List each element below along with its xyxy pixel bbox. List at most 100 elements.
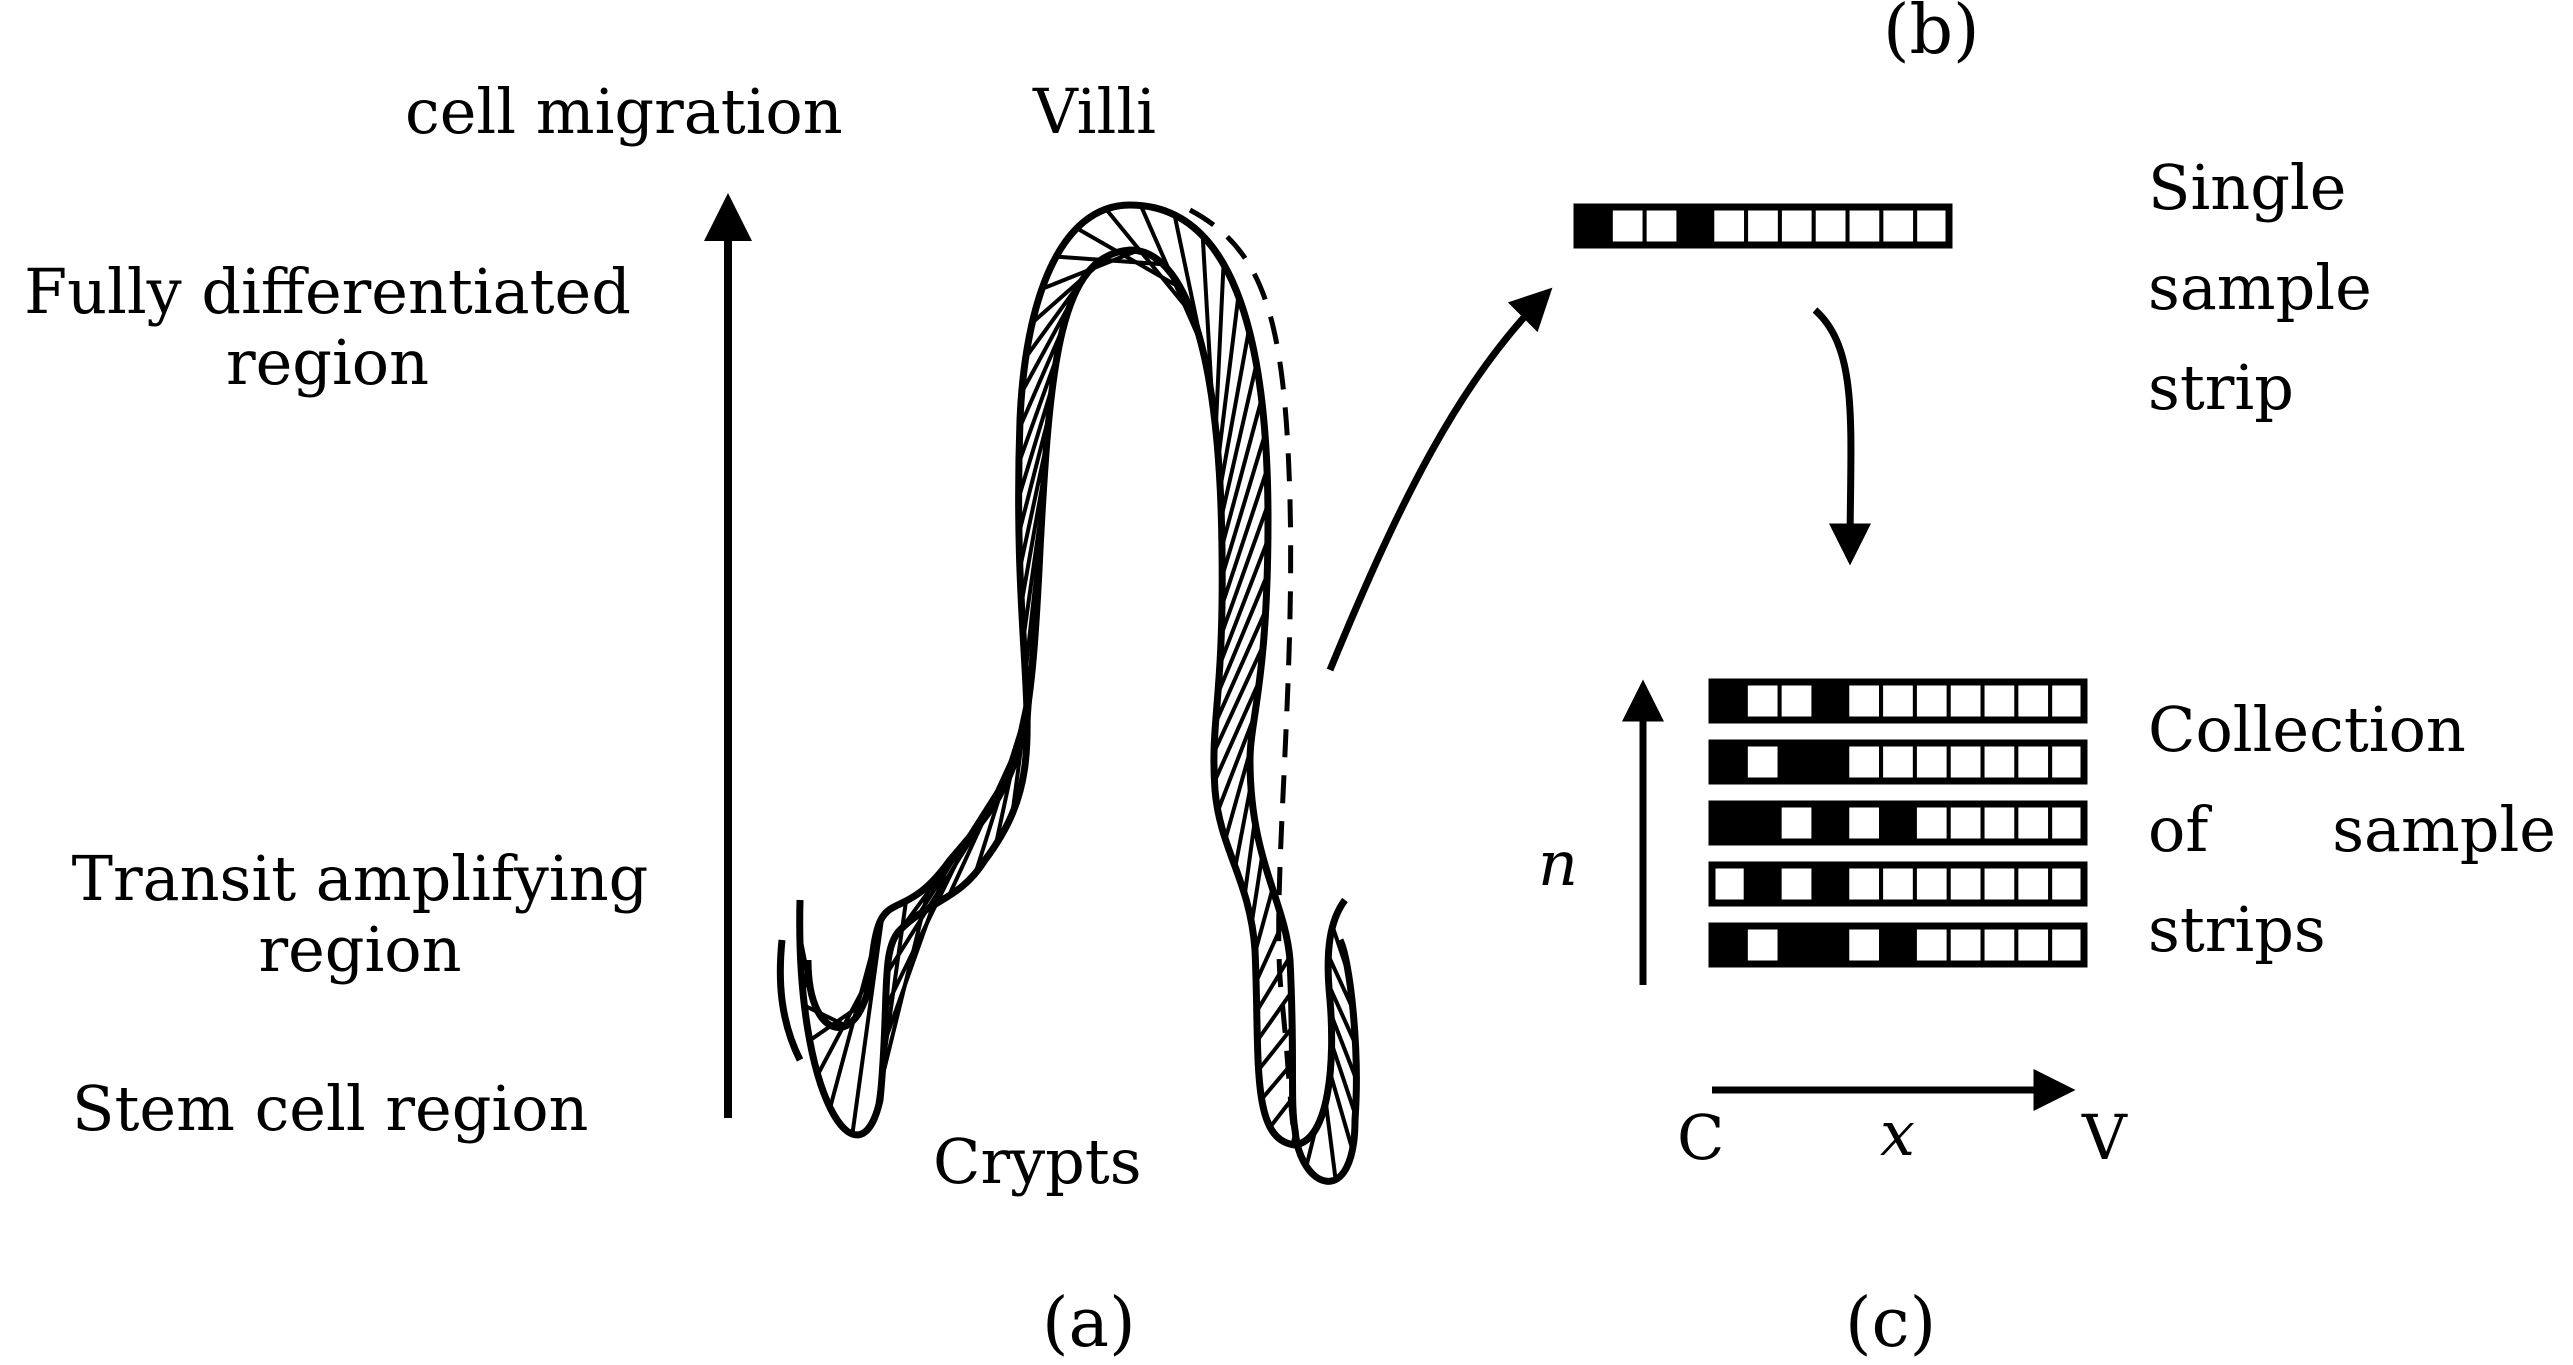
strip-cell-empty: [1980, 680, 2019, 722]
strip-cell-filled: [1777, 741, 1816, 783]
fully-differentiated-region-label: Fully differentiated region: [24, 255, 631, 400]
strip-frame: [1708, 861, 2088, 907]
strip-cell-empty: [2048, 924, 2087, 966]
collection-strip-row-2: [1708, 739, 2088, 785]
cell-boundary: [1213, 264, 1226, 430]
cell-boundary: [1218, 539, 1270, 666]
strip-cell-empty: [2014, 802, 2053, 844]
strip-frame: [1708, 678, 2088, 724]
strip-cell-filled: [1710, 680, 1748, 722]
strip-cell-empty: [1845, 680, 1884, 722]
cell-migration-label: cell migration: [405, 75, 843, 148]
panel-b-caption: (b): [1883, 0, 1980, 70]
strip-cell-empty: [1912, 741, 1951, 783]
villi-label: Villi: [1033, 75, 1157, 148]
strip-cell-empty: [1743, 680, 1782, 722]
strip-cell-empty: [2048, 863, 2087, 905]
strip-cell-empty: [1743, 741, 1782, 783]
strip-frame: [1708, 922, 2088, 968]
cell-boundary: [1216, 295, 1241, 460]
strip-cell-empty: [2014, 863, 2053, 905]
n-axis-label: n: [1538, 827, 1578, 900]
strip-cell-empty: [1980, 802, 2019, 844]
strip-cell-filled: [1879, 802, 1917, 844]
cell-boundary: [1329, 1013, 1359, 1081]
strip-cell-empty: [1912, 863, 1951, 905]
strip-cell-empty: [1879, 863, 1917, 905]
strip-cell-filled: [1811, 680, 1850, 722]
strip-cell-empty: [1980, 741, 2019, 783]
cell-boundary: [1257, 1026, 1294, 1072]
single-sample-strip: [1573, 203, 1953, 249]
cell-boundary: [1253, 888, 1275, 953]
strip-cell-empty: [1777, 863, 1816, 905]
strip-cell-filled: [1575, 205, 1613, 247]
strip-cell-empty: [2048, 741, 2087, 783]
cell-boundary: [1218, 329, 1251, 489]
strip-cell-filled: [1879, 924, 1917, 966]
cell-boundary: [1055, 254, 1164, 267]
cell-boundary: [1242, 820, 1257, 895]
x-axis-label: x: [1880, 1097, 1915, 1170]
cell-boundary: [1220, 433, 1267, 577]
single-sample-strip-label: Single sample strip: [2148, 151, 2372, 424]
strip-cell-empty: [1946, 741, 1985, 783]
strip-cell-empty: [1743, 924, 1782, 966]
strip-cell-filled: [1811, 924, 1850, 966]
collection-strip-row-1: [1708, 678, 2088, 724]
cell-boundary: [1326, 984, 1358, 1046]
cell-boundary: [1255, 991, 1293, 1042]
strip-cell-empty: [2014, 741, 2053, 783]
crypt-villus-tissue: [776, 201, 1360, 1185]
strip-cell-empty: [1845, 863, 1884, 905]
sample-strip-collection: [1708, 678, 2088, 968]
strip-cell-filled: [1710, 924, 1748, 966]
cell-boundary: [1216, 714, 1257, 812]
panel-c-caption: (c): [1845, 1284, 1937, 1363]
strip-cell-empty: [1946, 863, 1985, 905]
strip-cell-filled: [1743, 802, 1782, 844]
cell-boundary: [1212, 644, 1266, 754]
strip-cell-filled: [1811, 741, 1850, 783]
strip-cell-filled: [1710, 802, 1748, 844]
strip-cell-empty: [1946, 802, 1985, 844]
strip-cell-empty: [1980, 924, 2019, 966]
strip-cell-filled: [1811, 863, 1850, 905]
strip-cell-empty: [1845, 205, 1884, 247]
cell-boundary: [1216, 574, 1270, 695]
cell-boundary: [1329, 1042, 1358, 1116]
strip-cell-empty: [1879, 680, 1917, 722]
strip-cell-filled: [1777, 924, 1816, 966]
strip-cell-filled: [1710, 741, 1748, 783]
collection-of-sample-strips-label: Collection of sample strips: [2148, 693, 2556, 966]
sampled-strip-dashed-line: [1188, 207, 1298, 1141]
strip-cell-empty: [1912, 680, 1951, 722]
strip-cell-empty: [1777, 680, 1816, 722]
strip-cell-empty: [1980, 863, 2019, 905]
strip-cell-empty: [1710, 205, 1749, 247]
strip-cell-empty: [1845, 741, 1884, 783]
cell-boundary: [850, 917, 885, 1135]
strip-cell-empty: [1845, 802, 1884, 844]
strip-cell-empty: [1642, 205, 1681, 247]
cell-boundary: [1219, 363, 1259, 518]
epithelium-inner-tip: [776, 939, 804, 1062]
stem-cell-region-label: Stem cell region: [72, 1072, 589, 1145]
collection-arrow: [1812, 307, 1872, 566]
strip-cell-empty: [2014, 680, 2053, 722]
strip-frame: [1708, 800, 2088, 846]
strip-cell-empty: [1777, 205, 1816, 247]
strip-cell-empty: [1912, 802, 1951, 844]
cell-boundary: [1323, 1101, 1338, 1180]
strip-cell-empty: [1879, 741, 1917, 783]
collection-strip-row-4: [1708, 861, 2088, 907]
strip-cell-empty: [1879, 205, 1918, 247]
x-start-label-c: C: [1677, 1101, 1725, 1174]
strip-cell-empty: [1946, 924, 1985, 966]
cell-boundary: [828, 944, 876, 1109]
transit-amplifying-region-label: Transit amplifying region: [71, 842, 649, 987]
strip-cell-empty: [1913, 205, 1951, 247]
strip-cell-filled: [1811, 802, 1850, 844]
cell-boundary: [1104, 207, 1194, 316]
